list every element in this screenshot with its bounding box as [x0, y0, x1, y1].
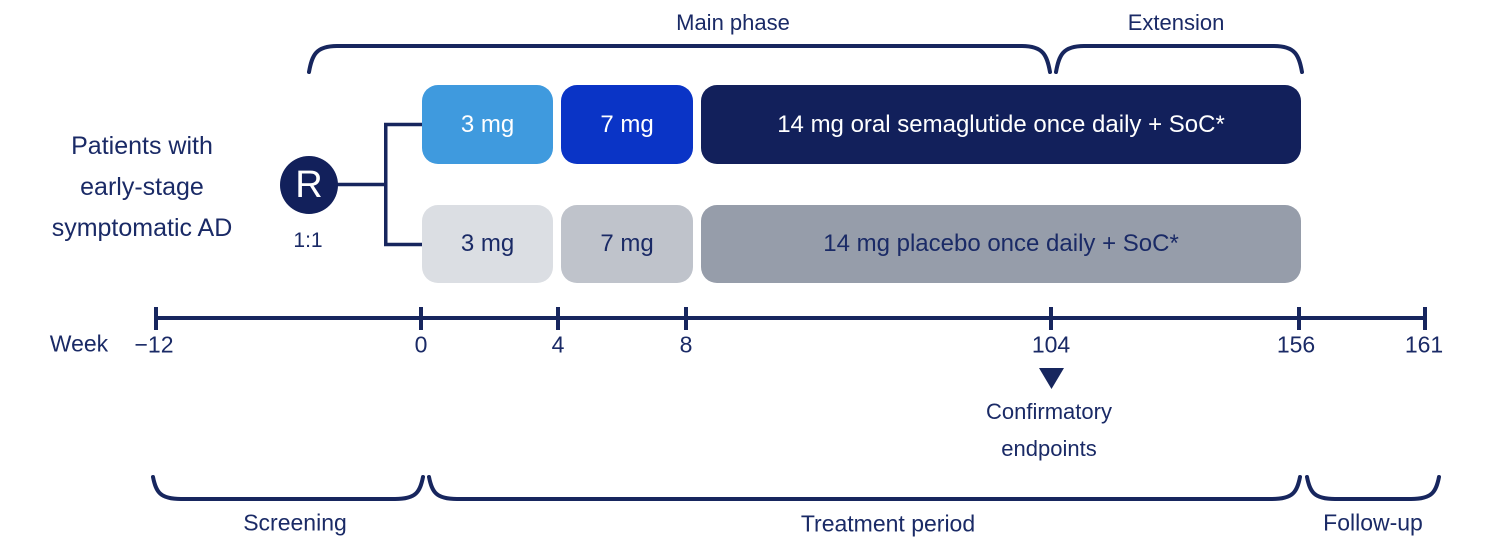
randomization-letter: R — [295, 164, 323, 206]
tick-label-156: 156 — [1276, 331, 1316, 358]
randomization-badge: R — [280, 156, 338, 214]
timeline-ticks — [154, 307, 1427, 330]
sema-maintenance-box: 14 mg oral semaglutide once daily + SoC* — [701, 85, 1301, 164]
tick-label-104: 104 — [1031, 331, 1071, 358]
placebo-dose-3mg-box: 3 mg — [422, 205, 553, 283]
tick-label-0: 0 — [414, 331, 428, 358]
followup-period-label: Follow-up — [1323, 509, 1423, 536]
screening-period-label: Screening — [243, 509, 347, 536]
tick-label-4: 4 — [551, 331, 565, 358]
tick-label-minus12: −12 — [134, 331, 174, 358]
main-phase-brace — [307, 44, 1052, 74]
population-line-1: Patients with — [71, 132, 213, 160]
tick-label-161: 161 — [1404, 331, 1444, 358]
sema-dose-7mg-box: 7 mg — [561, 85, 693, 164]
down-triangle-icon — [1039, 368, 1064, 389]
treatment-period-brace — [427, 475, 1302, 501]
followup-brace — [1305, 475, 1441, 501]
extension-label: Extension — [1127, 10, 1225, 35]
confirmatory-endpoints-annotation: Confirmatory endpoints — [986, 393, 1112, 467]
placebo-maintenance-box: 14 mg placebo once daily + SoC* — [701, 205, 1301, 283]
extension-brace — [1054, 44, 1304, 74]
screening-brace — [151, 475, 425, 501]
annotation-line-2: endpoints — [1001, 436, 1097, 461]
population-line-3: symptomatic AD — [51, 214, 233, 242]
main-phase-label: Main phase — [676, 10, 790, 35]
treatment-period-label: Treatment period — [800, 510, 976, 537]
population-text: Patients with early-stage symptomatic AD — [30, 126, 254, 249]
placebo-dose-7mg-box: 7 mg — [561, 205, 693, 283]
week-axis-label: Week — [49, 330, 109, 357]
annotation-line-1: Confirmatory — [986, 399, 1112, 424]
sema-dose-3mg-box: 3 mg — [422, 85, 553, 164]
population-line-2: early-stage — [80, 173, 204, 201]
randomization-ratio: 1:1 — [293, 229, 323, 252]
tick-label-8: 8 — [679, 331, 693, 358]
